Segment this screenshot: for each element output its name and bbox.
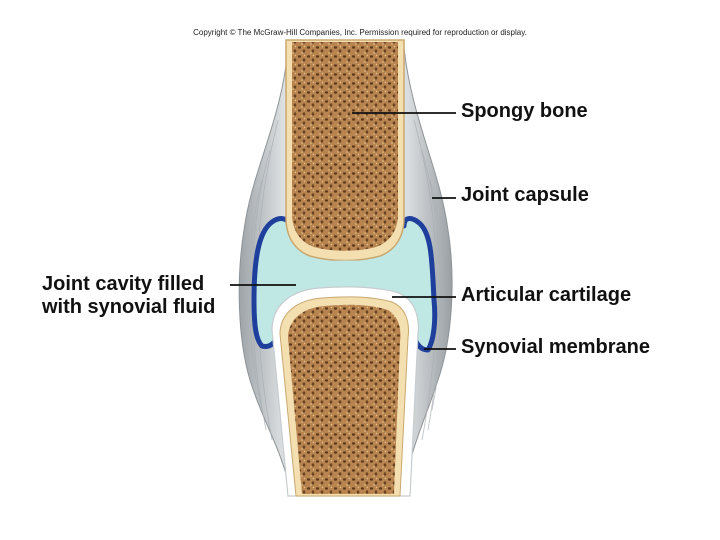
leader-lines <box>230 112 456 350</box>
lower-bone <box>271 286 419 497</box>
joint-cavity-gap <box>286 260 406 286</box>
label-spongy-bone: Spongy bone <box>461 100 588 122</box>
copyright-notice: Copyright © The McGraw-Hill Companies, I… <box>193 28 527 37</box>
label-joint-capsule: Joint capsule <box>461 184 589 206</box>
upper-bone <box>285 39 405 262</box>
label-synovial-membrane: Synovial membrane <box>461 336 650 358</box>
label-joint-cavity-line2: with synovial fluid <box>42 296 216 318</box>
label-articular-cartilage: Articular cartilage <box>461 284 632 306</box>
label-joint-cavity: Joint cavity filled with synovial fluid <box>42 273 215 319</box>
label-joint-cavity-line1: Joint cavity filled <box>42 273 205 295</box>
